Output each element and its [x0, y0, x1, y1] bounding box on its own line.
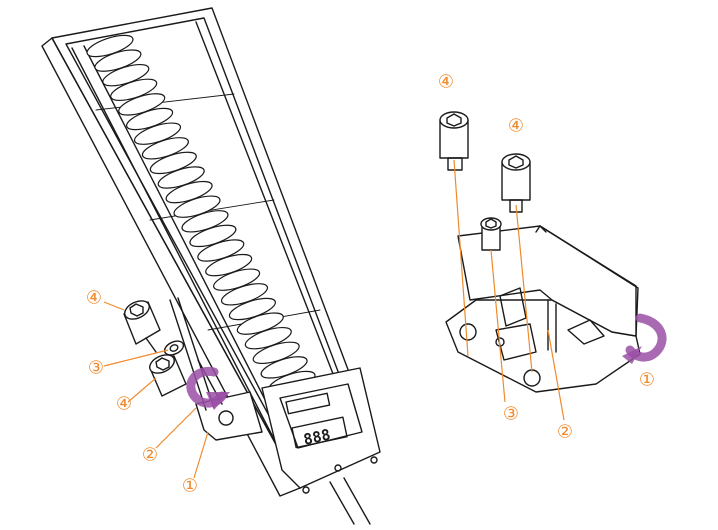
callout-left-bracket-plate: ② [142, 445, 158, 466]
right-assembly: ④ ④ ③ ② ① [438, 72, 667, 443]
rotate-arrow-icon [186, 366, 230, 410]
leader-left-2 [155, 407, 197, 449]
screw-center-right [480, 217, 502, 251]
leader-left-4b [103, 301, 125, 311]
screw-upper-left [123, 300, 161, 353]
callout-right-bracket-plate: ② [557, 422, 573, 443]
callout-right-screw-left: ④ [438, 72, 454, 93]
callout-left-screw-upper: ④ [86, 288, 102, 309]
callout-left-bracket: ① [182, 476, 198, 497]
callout-left-washer: ③ [88, 358, 104, 379]
callout-left-screw-lower: ④ [116, 394, 132, 415]
callout-right-screw-right: ④ [508, 116, 524, 137]
leader-left-4a [127, 377, 157, 403]
cable [329, 477, 371, 525]
guide-right-3 [490, 249, 506, 403]
left-assembly: 888 [41, 7, 381, 525]
leader-left-1 [193, 431, 209, 479]
bracket-wall-right [457, 225, 639, 361]
callout-right-washer: ③ [503, 404, 519, 425]
guide-right-1 [453, 159, 469, 357]
rotate-arrow-icon [622, 313, 667, 364]
lens-stack [86, 34, 316, 394]
screw-right-right [501, 153, 531, 213]
bracket-plate-right [445, 299, 641, 393]
display-head: 888 [261, 367, 381, 494]
display-digits: 888 [302, 425, 332, 448]
washer-left [163, 340, 185, 356]
screw-left-right [439, 111, 469, 171]
screw-lower-left [149, 354, 187, 397]
leader-left-3 [103, 349, 169, 367]
guide-right-2 [515, 204, 533, 373]
guide-right-4 [547, 329, 565, 421]
callout-right-bracket: ① [639, 370, 655, 391]
